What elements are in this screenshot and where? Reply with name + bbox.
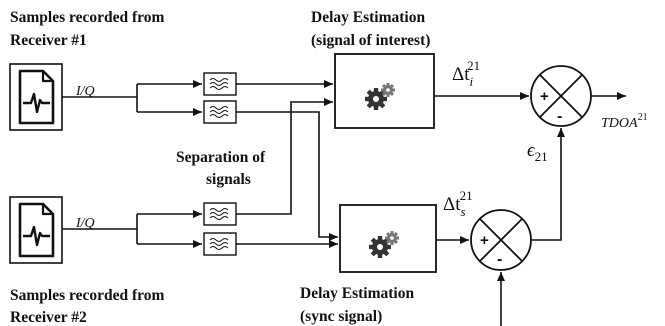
delay2-label-line2: (sync signal) [300, 308, 382, 325]
delay2-label-line1: Delay Estimation [300, 285, 414, 302]
delay1-label-line1: Delay Estimation [311, 9, 425, 26]
tdoa-label: TDOA21 [601, 112, 648, 131]
separation-label-line1: Separation of [176, 149, 266, 166]
iq-label-2: I/Q [75, 216, 95, 231]
bandpass-filter-icon [203, 72, 237, 96]
bandpass-filter-icon [203, 100, 237, 124]
receiver1-label-line2: Receiver #1 [10, 32, 87, 49]
epsilon-label: ϵ21 [527, 140, 548, 164]
receiver1-label-line1: Samples recorded from [10, 9, 164, 26]
sum2-minus: - [497, 251, 502, 268]
delay1-label-line2: (signal of interest) [311, 32, 430, 49]
receiver2-label-line1: Samples recorded from [10, 287, 164, 304]
receiver2-label-line2: Receiver #2 [10, 309, 87, 326]
delta-t-s-label: Δts21 [443, 188, 473, 219]
file-waveform-icon [8, 195, 64, 265]
bandpass-filter-icon [203, 232, 237, 256]
bandpass-filter-icon [203, 202, 237, 226]
file-waveform-icon [8, 62, 64, 132]
sum1-plus: + [540, 88, 549, 105]
iq-label-1: I/Q [75, 84, 95, 99]
sum2-plus: + [480, 232, 489, 249]
delta-t-i-label: Δti21 [452, 58, 480, 89]
separation-label-line2: signals [206, 171, 251, 188]
sum1-minus: - [557, 108, 562, 125]
